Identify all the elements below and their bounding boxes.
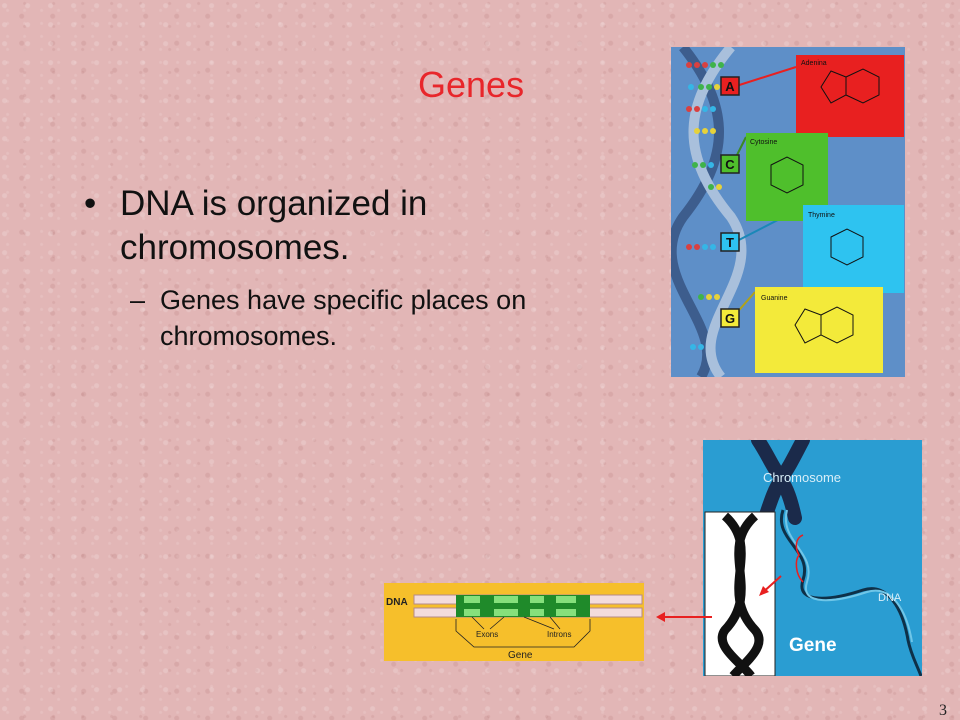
chromosome-label: Chromosome bbox=[763, 470, 841, 485]
chromosome-shape bbox=[751, 440, 810, 525]
gene-dna-label: DNA bbox=[386, 597, 408, 608]
svg-text:Adenina: Adenina bbox=[801, 60, 827, 67]
dna-label: DNA bbox=[878, 592, 902, 604]
gene-label: Gene bbox=[789, 635, 837, 656]
gene-diagram-figure: DNA Exons Introns Gene bbox=[384, 583, 644, 661]
letter-a-badge: A bbox=[720, 76, 740, 96]
sub-bullet-genes-places: – Genes have specific places on chromoso… bbox=[130, 282, 630, 354]
page-number: 3 bbox=[939, 702, 947, 719]
chromosome-figure: Chromosome DNA Gene bbox=[703, 440, 922, 676]
introns-label: Introns bbox=[547, 630, 571, 639]
dna-zoom-box bbox=[704, 511, 776, 676]
gene-region-label: Gene bbox=[508, 650, 533, 661]
svg-text:T: T bbox=[726, 235, 734, 250]
svg-text:G: G bbox=[725, 311, 735, 326]
thymine-box: Thymine bbox=[803, 205, 904, 293]
letter-g-badge: G bbox=[720, 308, 740, 328]
exon-blocks bbox=[464, 596, 576, 616]
guanine-box: Guanine bbox=[755, 287, 883, 373]
arrow-left-icon bbox=[656, 612, 712, 622]
exons-label: Exons bbox=[476, 630, 498, 639]
svg-text:Guanine: Guanine bbox=[761, 295, 788, 302]
bullet-text: DNA is organized in chromosomes. bbox=[120, 184, 428, 267]
sub-bullet-text: Genes have specific places on chromosome… bbox=[160, 285, 527, 351]
slide-title: Genes bbox=[418, 64, 525, 105]
svg-text:Cytosine: Cytosine bbox=[750, 139, 777, 146]
bullet-marker: • bbox=[84, 184, 97, 223]
adenine-box: Adenina bbox=[796, 55, 904, 137]
letter-c-badge: C bbox=[720, 154, 740, 174]
sub-bullet-marker: – bbox=[130, 285, 146, 315]
svg-text:A: A bbox=[725, 79, 735, 94]
svg-text:Thymine: Thymine bbox=[808, 212, 835, 219]
nucleotide-bases-figure: A C T G Adenina Cytosine bbox=[671, 47, 905, 377]
bullet-dna-organized: • DNA is organized in chromosomes. bbox=[84, 182, 554, 270]
letter-t-badge: T bbox=[720, 232, 740, 252]
svg-text:C: C bbox=[725, 157, 735, 172]
base-pair-dots bbox=[686, 62, 724, 350]
